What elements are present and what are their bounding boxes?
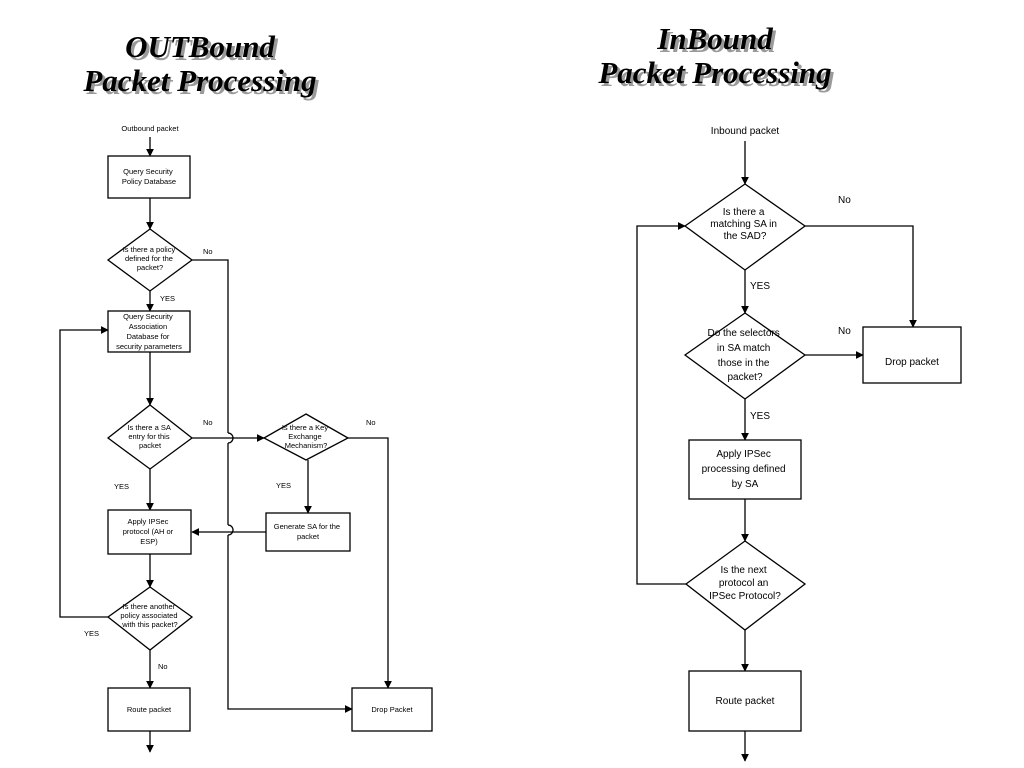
in-text-route-packet: Route packet	[716, 696, 775, 707]
out-text-generate-sa-2: packet	[297, 532, 320, 541]
out-text-query-spd-2: Policy Database	[122, 177, 176, 186]
in-arrow-next-loop	[636, 222, 686, 585]
in-text-selectors-2: in SA match	[717, 343, 770, 354]
out-label-policy-yes: YES	[160, 294, 175, 303]
out-text-generate-sa-1: Generate SA for the	[274, 522, 340, 531]
in-decision-next-protocol	[684, 540, 807, 631]
out-text-policy-3: packet?	[137, 263, 163, 272]
out-box-generate-sa	[265, 512, 351, 552]
out-text-apply-ipsec-1: Apply IPSec	[128, 517, 169, 526]
out-text-policy-2: defined for the	[125, 254, 173, 263]
in-text-matching-sa-3: the SAD?	[724, 231, 767, 242]
out-label-sa-no: No	[203, 418, 213, 427]
out-decision-policy	[106, 228, 194, 292]
out-label-key-yes: YES	[276, 481, 291, 490]
in-decision-matching-sa	[683, 183, 807, 271]
in-text-selectors: Do the selectors in SA match those in th…	[707, 328, 782, 383]
out-text-key-exchange: Is there a Key Exchange Mechanism?	[282, 423, 330, 450]
out-box-query-sad	[107, 310, 191, 353]
inbound-flowchart: Inbound packet Is there a matching SA in…	[636, 126, 962, 762]
out-text-policy: Is there a policy defined for the packet…	[123, 245, 178, 272]
out-text-another-policy-3: with this packet?	[121, 620, 177, 629]
out-line-policy-no-a	[192, 259, 229, 433]
out-text-route-packet: Route packet	[127, 705, 172, 714]
out-label-key-no: No	[366, 418, 376, 427]
out-text-query-spd: Query Security Policy Database	[122, 167, 176, 186]
out-text-apply-ipsec: Apply IPSec protocol (AH or ESP)	[123, 517, 176, 546]
out-text-query-sad-4: security parameters	[116, 342, 182, 351]
in-label-match-no: No	[838, 195, 851, 206]
out-label-another-yes: YES	[84, 629, 99, 638]
out-decision-key-exchange	[262, 413, 350, 461]
inbound-title: InBound Packet Processing	[598, 21, 832, 90]
out-text-key-exchange-1: Is there a Key	[282, 423, 329, 432]
in-box-apply-ipsec	[688, 439, 802, 500]
in-label-match-yes: YES	[750, 281, 770, 292]
inbound-start-label: Inbound packet	[711, 126, 780, 137]
out-box-query-spd	[107, 155, 191, 199]
outbound-start-label: Outbound packet	[121, 124, 179, 133]
out-text-sa-entry-3: packet	[139, 441, 162, 450]
in-label-selectors-no: No	[838, 326, 851, 337]
out-decision-sa-entry	[106, 404, 194, 470]
outbound-flowchart: Outbound packet Query Security Policy Da…	[59, 124, 433, 753]
out-text-query-sad-2: Association	[129, 322, 167, 331]
out-arrow-key-no	[348, 437, 392, 689]
out-text-query-sad-1: Query Security	[123, 312, 173, 321]
in-label-selectors-yes: YES	[750, 411, 770, 422]
in-text-selectors-3: those in the	[718, 358, 770, 369]
out-text-sa-entry: Is there a SA entry for this packet	[127, 423, 172, 450]
in-text-selectors-4: packet?	[727, 372, 762, 383]
out-text-another-policy-2: policy associated	[120, 611, 177, 620]
in-text-next-protocol-1: Is the next	[721, 565, 767, 576]
out-line-policy-no-hop2	[227, 524, 234, 536]
in-text-next-protocol-3: IPSec Protocol?	[709, 591, 781, 602]
out-text-apply-ipsec-2: protocol (AH or	[123, 527, 174, 536]
out-text-another-policy-1: Is there another	[123, 602, 176, 611]
out-box-route-packet	[107, 687, 191, 732]
out-text-query-sad-3: Database for	[126, 332, 169, 341]
out-text-key-exchange-3: Mechanism?	[285, 441, 328, 450]
in-text-next-protocol: Is the next protocol an IPSec Protocol?	[709, 565, 781, 602]
out-text-sa-entry-1: Is there a SA	[127, 423, 170, 432]
out-label-sa-yes: YES	[114, 482, 129, 491]
out-decision-another-policy	[106, 586, 194, 651]
in-arrow-match-no	[805, 225, 917, 328]
out-box-drop-packet	[351, 687, 433, 732]
in-text-selectors-1: Do the selectors	[707, 328, 779, 339]
in-text-apply-ipsec-3: by SA	[732, 479, 759, 490]
out-text-query-spd-1: Query Security	[123, 167, 173, 176]
out-text-generate-sa: Generate SA for the packet	[274, 522, 342, 541]
in-box-drop-packet	[862, 326, 962, 384]
in-text-apply-ipsec-2: processing defined	[702, 464, 786, 475]
in-text-next-protocol-2: protocol an	[719, 578, 768, 589]
out-text-another-policy: Is there another policy associated with …	[120, 602, 179, 629]
out-label-another-no: No	[158, 662, 168, 671]
out-label-policy-no: No	[203, 247, 213, 256]
in-text-matching-sa-2: matching SA in	[710, 219, 777, 230]
out-text-key-exchange-2: Exchange	[288, 432, 321, 441]
out-text-apply-ipsec-3: ESP)	[140, 537, 158, 546]
in-text-drop-packet: Drop packet	[885, 357, 939, 368]
out-text-query-sad: Query Security Association Database for …	[116, 312, 182, 351]
out-text-policy-1: Is there a policy	[123, 245, 176, 254]
out-text-drop-packet: Drop Packet	[371, 705, 413, 714]
in-decision-selectors	[683, 312, 807, 400]
in-box-route-packet	[688, 670, 802, 732]
in-text-apply-ipsec-1: Apply IPSec	[716, 449, 770, 460]
out-text-sa-entry-2: entry for this	[128, 432, 170, 441]
out-box-apply-ipsec	[107, 509, 192, 555]
in-text-matching-sa: Is there a matching SA in the SAD?	[710, 207, 780, 242]
out-arrow-another-yes	[59, 326, 109, 618]
out-arrow-policy-no	[227, 535, 353, 713]
in-text-apply-ipsec: Apply IPSec processing defined by SA	[702, 449, 789, 490]
in-text-matching-sa-1: Is there a	[723, 207, 765, 218]
outbound-title: OUTBound Packet Processing	[83, 29, 317, 98]
